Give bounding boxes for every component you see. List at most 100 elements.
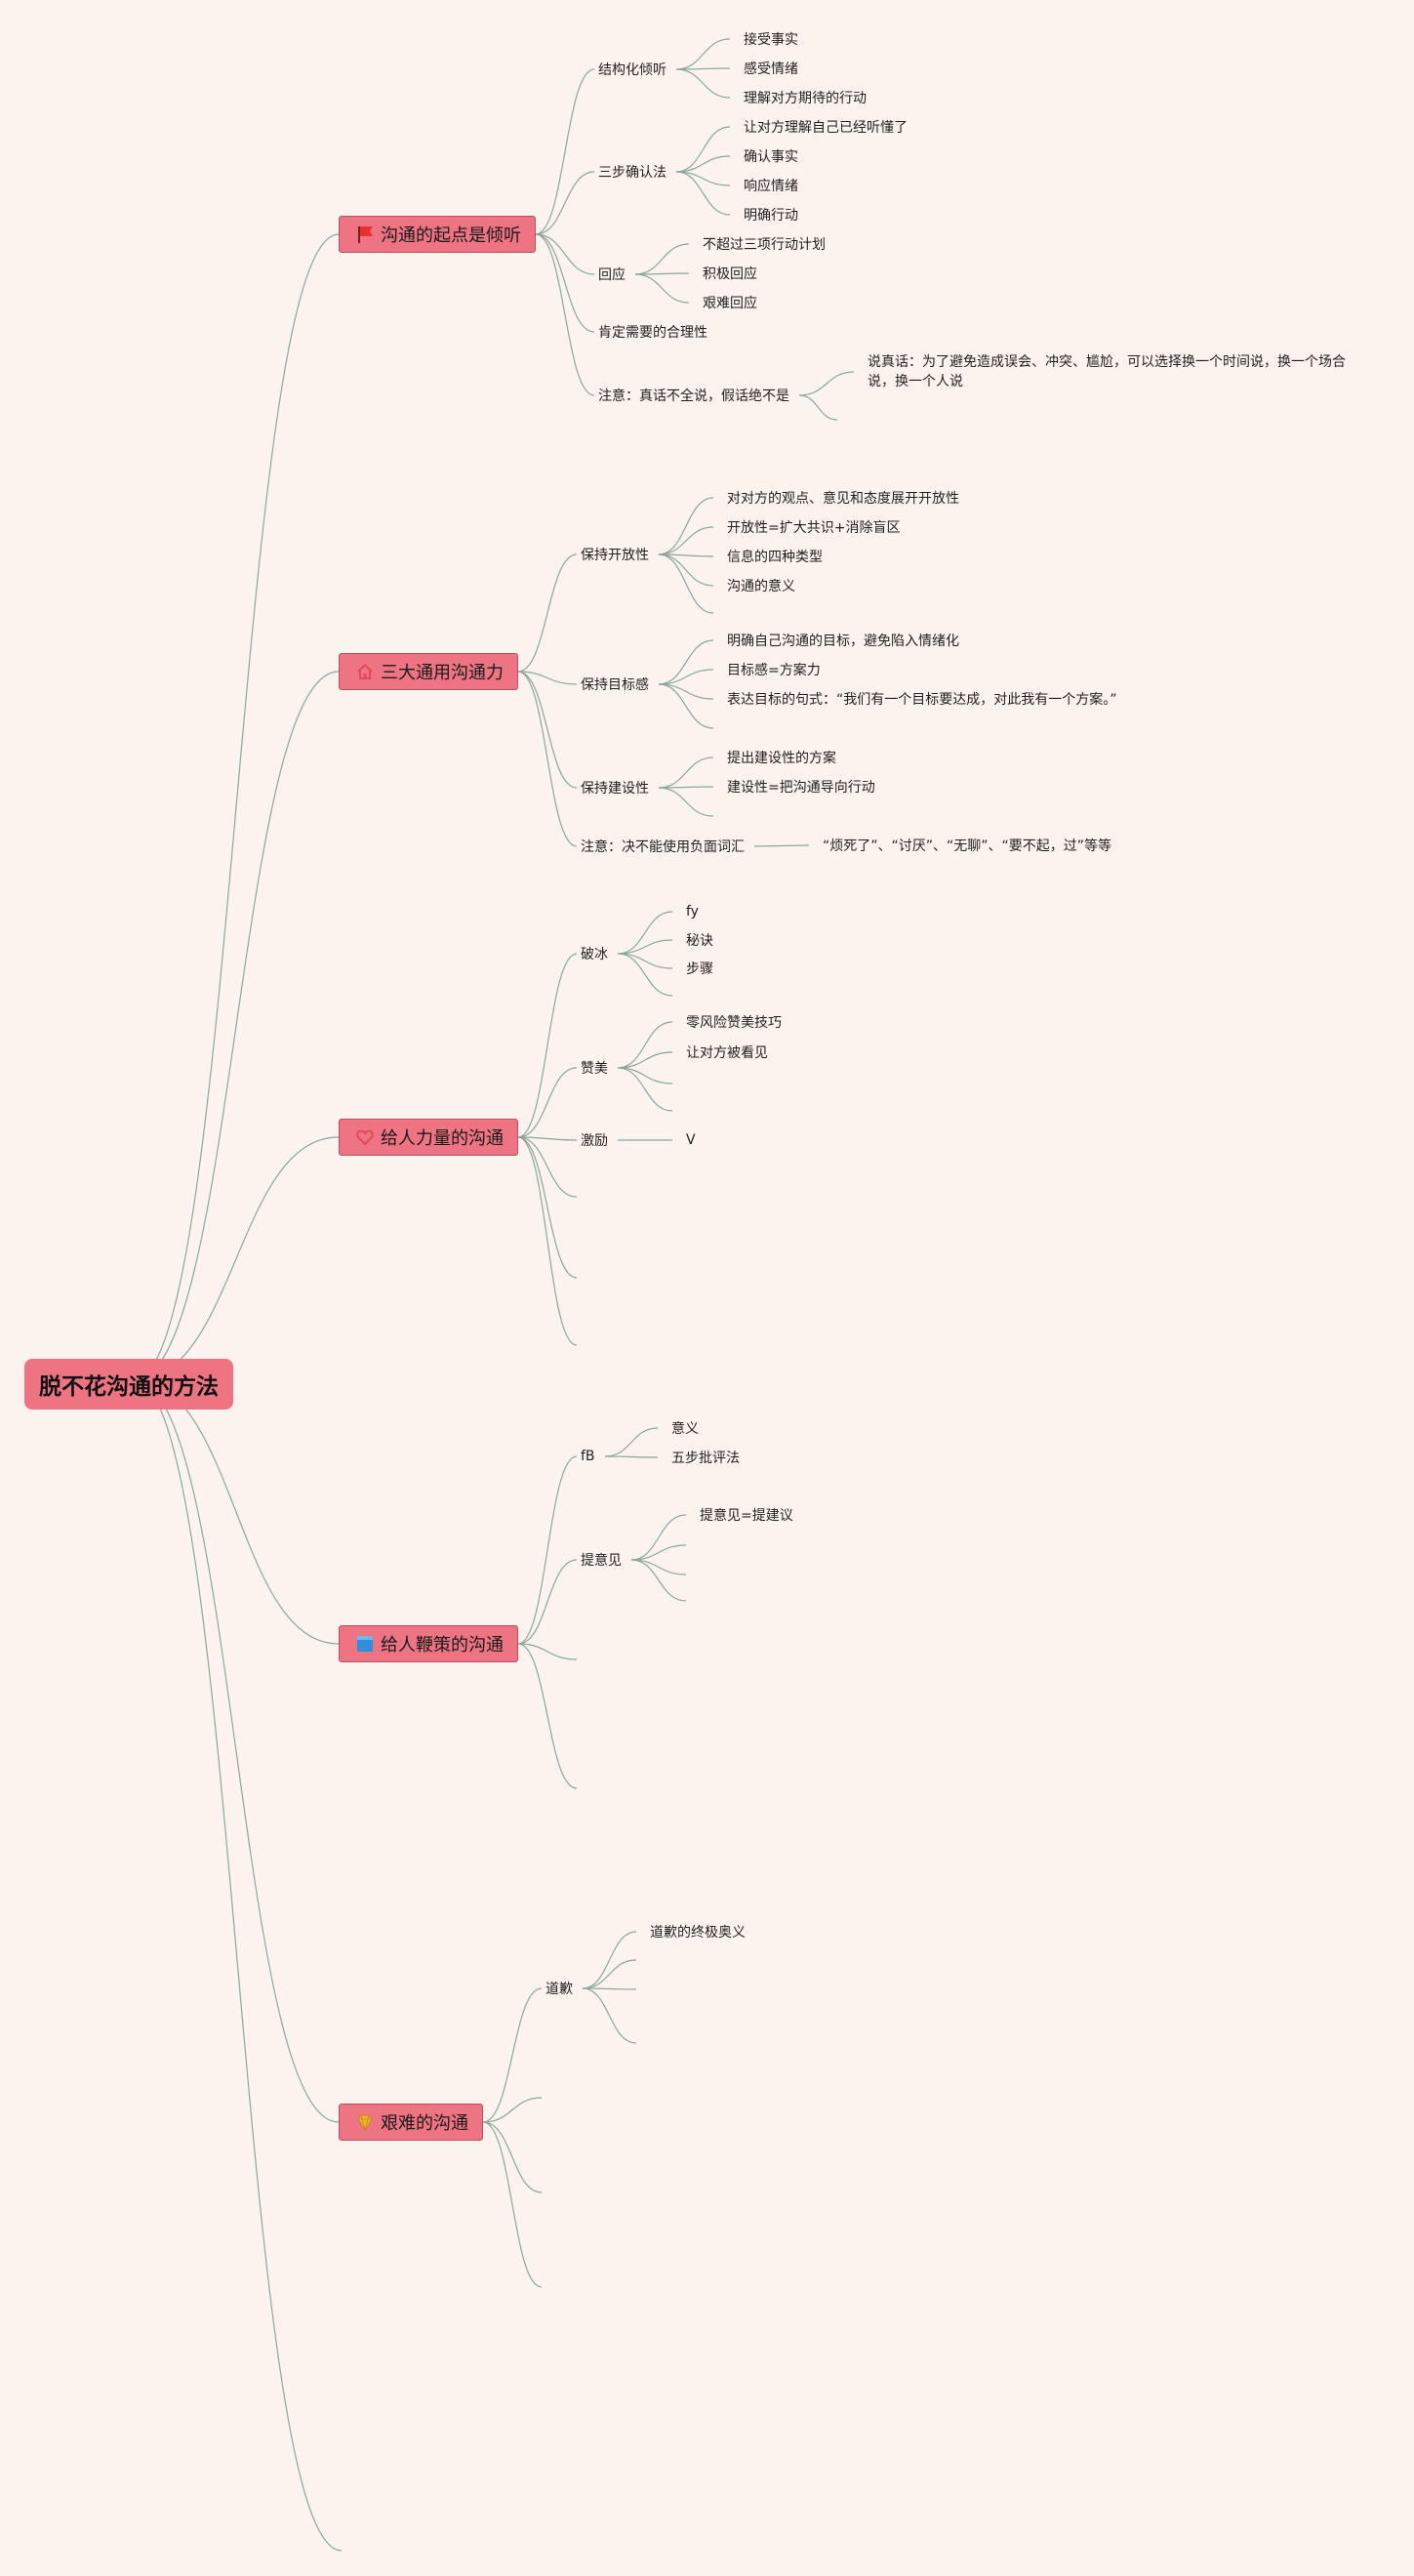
leaf-3-3-1[interactable]: V <box>686 1132 696 1148</box>
leaf-4-2-1[interactable]: 提意见=提建议 <box>700 1505 793 1525</box>
sub-topic-1-3[interactable]: 回应 <box>598 265 626 284</box>
leaf-1-2-1[interactable]: 让对方理解自己已经听懂了 <box>744 117 908 137</box>
leaf-1-3-3-label: 艰难回应 <box>703 296 757 311</box>
leaf-3-2-2-label: 让对方被看见 <box>686 1045 768 1061</box>
connector-line <box>517 1643 578 1660</box>
connector-line <box>517 1067 578 1138</box>
leaf-1-5-1[interactable]: 说真话：为了避免造成误会、冲突、尴尬，可以选择换一个时间说，换一个场合说，换一个… <box>868 352 1360 391</box>
connector-line <box>798 394 838 421</box>
leaf-1-2-4[interactable]: 明确行动 <box>744 205 798 225</box>
sub-topic-1-1[interactable]: 结构化倾听 <box>598 60 667 79</box>
connector-line <box>582 1987 637 2044</box>
leaf-1-3-2[interactable]: 积极回应 <box>703 264 757 283</box>
leaf-4-1-2-label: 五步批评法 <box>671 1451 740 1466</box>
leaf-5-1-1-label: 道歉的终极奥义 <box>650 1925 746 1941</box>
connector-line <box>133 1379 340 2123</box>
connector-line <box>675 126 731 173</box>
connector-line <box>658 756 714 789</box>
leaf-2-1-3[interactable]: 信息的四种类型 <box>727 547 823 566</box>
leaf-5-1-1[interactable]: 道歉的终极奥义 <box>650 1922 746 1942</box>
leaf-2-2-2-label: 目标感=方案力 <box>727 663 821 678</box>
leaf-2-1-2-label: 开放性=扩大共识+消除盲区 <box>727 520 901 536</box>
sub-topic-1-5[interactable]: 注意：真话不全说，假话绝不是 <box>598 386 789 405</box>
leaf-2-1-1[interactable]: 对对方的观点、意见和态度展开开放性 <box>727 488 959 508</box>
sub-topic-3-3[interactable]: 激励 <box>581 1130 608 1150</box>
leaf-4-2-1-label: 提意见=提建议 <box>700 1508 793 1524</box>
connector-line <box>658 553 714 587</box>
leaf-1-1-3[interactable]: 理解对方期待的行动 <box>744 88 867 107</box>
sub-topic-2-1[interactable]: 保持开放性 <box>581 545 649 564</box>
leaf-1-2-2[interactable]: 确认事实 <box>744 146 798 166</box>
leaf-3-1-3[interactable]: 步骤 <box>686 959 713 978</box>
sub-topic-3-1[interactable]: 破冰 <box>581 944 608 963</box>
sub-topic-2-2[interactable]: 保持目标感 <box>581 675 649 694</box>
connector-line <box>535 233 595 396</box>
leaf-1-3-2-label: 积极回应 <box>703 266 757 282</box>
leaf-1-2-2-label: 确认事实 <box>744 149 798 165</box>
leaf-1-1-2[interactable]: 感受情绪 <box>744 59 798 78</box>
connector-line <box>482 2121 543 2288</box>
sub-topic-4-2[interactable]: 提意见 <box>581 1550 622 1570</box>
connector-line <box>133 1379 343 2552</box>
connector-line <box>675 38 731 70</box>
connector-line <box>604 1455 659 1458</box>
main-topic-3[interactable]: 给人力量的沟通 <box>339 1119 518 1156</box>
leaf-2-2-3[interactable]: 表达目标的句式：“我们有一个目标要达成，对此我有一个方案。” <box>727 689 1117 709</box>
connector-line <box>798 371 855 396</box>
main-topic-label: 三大通用沟通力 <box>381 663 504 683</box>
leaf-3-1-1[interactable]: fy <box>686 904 699 920</box>
leaf-1-3-1[interactable]: 不超过三项行动计划 <box>703 234 826 254</box>
sub-topic-4-2-label: 提意见 <box>581 1553 622 1569</box>
sub-topic-1-2[interactable]: 三步确认法 <box>598 162 667 182</box>
leaf-2-4-1[interactable]: “烦死了”、“讨厌”、“无聊”、“要不起，过”等等 <box>823 836 1111 855</box>
connector-line <box>658 683 714 700</box>
leaf-2-4-1-label: “烦死了”、“讨厌”、“无聊”、“要不起，过”等等 <box>823 838 1112 854</box>
heart-icon <box>355 1127 375 1147</box>
main-topic-5[interactable]: 艰难的沟通 <box>339 2104 483 2141</box>
leaf-1-2-3[interactable]: 响应情绪 <box>744 176 798 195</box>
connector-line <box>634 243 690 275</box>
connector-line <box>658 526 714 555</box>
sub-topic-4-1[interactable]: fB <box>581 1449 595 1464</box>
sub-topic-2-1-label: 保持开放性 <box>581 548 649 563</box>
leaf-2-3-2-label: 建设性=把沟通导向行动 <box>727 780 875 796</box>
main-topic-2[interactable]: 三大通用沟通力 <box>339 653 518 690</box>
leaf-2-3-1-label: 提出建设性的方案 <box>727 751 836 766</box>
leaf-3-2-2[interactable]: 让对方被看见 <box>686 1043 768 1062</box>
leaf-1-2-4-label: 明确行动 <box>744 208 798 224</box>
sub-topic-5-1[interactable]: 道歉 <box>545 1979 573 1998</box>
leaf-1-3-3[interactable]: 艰难回应 <box>703 293 757 312</box>
leaf-2-1-4[interactable]: 沟通的意义 <box>727 576 795 595</box>
red-flag-icon <box>355 225 375 244</box>
leaf-2-2-2[interactable]: 目标感=方案力 <box>727 660 821 679</box>
connector-line <box>517 671 578 847</box>
main-topic-1[interactable]: 沟通的起点是倾听 <box>339 216 536 253</box>
connector-line <box>630 1544 687 1561</box>
sub-topic-2-3[interactable]: 保持建设性 <box>581 778 649 797</box>
leaf-2-1-2[interactable]: 开放性=扩大共识+消除盲区 <box>727 517 900 537</box>
leaf-2-3-1[interactable]: 提出建设性的方案 <box>727 748 836 767</box>
leaf-2-1-4-label: 沟通的意义 <box>727 579 795 594</box>
leaf-1-1-1[interactable]: 接受事实 <box>744 29 798 49</box>
leaf-4-1-1[interactable]: 意义 <box>671 1418 699 1438</box>
root-topic[interactable]: 脱不花沟通的方法 <box>24 1359 233 1410</box>
sub-topic-3-1-label: 破冰 <box>581 947 608 962</box>
leaf-2-1-3-label: 信息的四种类型 <box>727 550 823 565</box>
sub-topic-2-3-label: 保持建设性 <box>581 781 649 797</box>
leaf-1-1-1-label: 接受事实 <box>744 32 798 48</box>
leaf-4-1-2[interactable]: 五步批评法 <box>671 1448 740 1467</box>
connector-line <box>617 1067 673 1084</box>
leaf-3-2-1[interactable]: 零风险赞美技巧 <box>686 1012 782 1032</box>
leaf-3-1-2[interactable]: 秘诀 <box>686 930 713 950</box>
leaf-2-2-1[interactable]: 明确自己沟通的目标，避免陷入情绪化 <box>727 631 959 650</box>
leaf-2-3-2[interactable]: 建设性=把沟通导向行动 <box>727 777 875 797</box>
leaf-3-3-1-label: V <box>686 1132 696 1148</box>
connector-line <box>535 233 595 275</box>
sub-topic-3-2[interactable]: 赞美 <box>581 1058 608 1078</box>
connector-line <box>658 669 714 685</box>
sub-topic-1-4[interactable]: 肯定需要的合理性 <box>598 322 707 342</box>
main-topic-4[interactable]: 给人鞭策的沟通 <box>339 1625 518 1662</box>
leaf-1-2-1-label: 让对方理解自己已经听懂了 <box>744 120 908 136</box>
sub-topic-2-4[interactable]: 注意：决不能使用负面词汇 <box>581 837 745 856</box>
